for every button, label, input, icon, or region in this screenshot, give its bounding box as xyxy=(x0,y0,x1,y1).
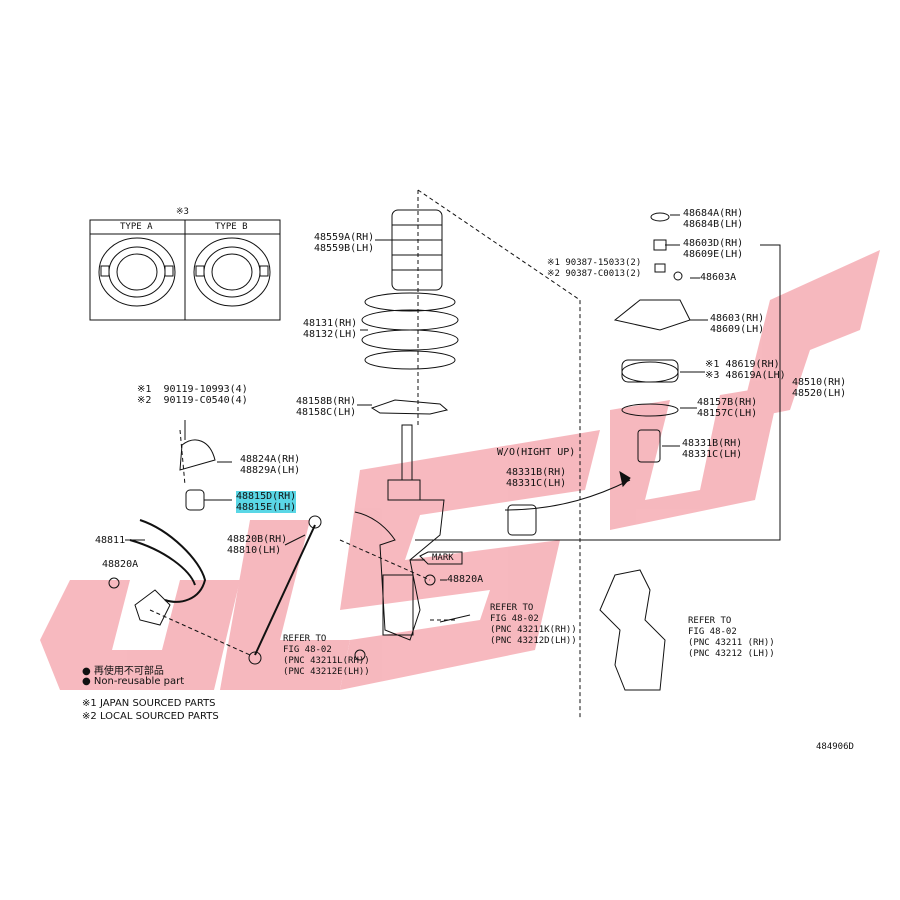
legend-item: ● 再使用不可部品 xyxy=(82,662,219,677)
type-a-mount-drawing xyxy=(98,237,176,307)
dust-boot xyxy=(391,209,443,291)
legend-item: ※1 JAPAN SOURCED PARTS xyxy=(82,698,219,711)
label-48603D: 48603D(RH) 48609E(LH) xyxy=(683,238,744,260)
label-48820A-left: 48820A xyxy=(102,559,139,570)
label-48811: 48811 xyxy=(95,535,126,546)
label-wo-hight-up: W/O(HIGHT UP) xyxy=(497,447,576,458)
type-a-label: TYPE A xyxy=(120,222,153,232)
cap-48684 xyxy=(650,212,670,222)
legend-text: JAPAN SOURCED PARTS xyxy=(99,698,216,709)
insulator-48157 xyxy=(621,403,679,417)
label-48820A-mid: 48820A xyxy=(447,574,484,585)
bushing-48815 xyxy=(185,489,205,511)
legend-text: LOCAL SOURCED PARTS xyxy=(99,711,219,722)
label-refer-left: REFER TO FIG 48-02 (PNC 43211L(RH)) (PNC… xyxy=(283,634,370,677)
label-48158: 48158B(RH) 48158C(LH) xyxy=(296,396,357,418)
label-refer-mid: REFER TO FIG 48-02 (PNC 43211K(RH)) (PNC… xyxy=(490,603,577,646)
legend-symbol: ※1 xyxy=(82,698,97,709)
type-b-mount-drawing xyxy=(193,237,271,307)
stabilizer-bar xyxy=(139,519,207,603)
label-48820B: 48820B(RH) 48810(LH) xyxy=(227,534,288,556)
label-48619: ※1 48619(RH) ※3 48619A(LH) xyxy=(705,359,786,381)
label-48331B-mid: 48331B(RH) 48331C(LH) xyxy=(506,467,567,489)
legend-symbol: ※2 xyxy=(82,711,97,722)
type-box xyxy=(89,219,281,321)
stabilizer-bracket xyxy=(134,589,171,626)
type-box-note: ※3 xyxy=(176,207,189,217)
bracket-48824 xyxy=(179,439,216,471)
label-48824: 48824A(RH) 48829A(LH) xyxy=(240,454,301,476)
label-mark: MARK xyxy=(432,553,454,563)
stabilizer-link xyxy=(254,524,316,656)
legend-symbol: ● xyxy=(82,676,91,687)
legend: ● 再使用不可部品 ● Non-reusable part ※1 JAPAN S… xyxy=(82,662,219,724)
nut-48603A xyxy=(673,271,683,281)
label-48157: 48157B(RH) 48157C(LH) xyxy=(697,397,758,419)
label-90387: ※1 90387-15033(2) ※2 90387-C0013(2) xyxy=(547,258,642,279)
legend-item: ● Non-reusable part xyxy=(82,676,219,698)
label-48559: 48559A(RH) 48559B(LH) xyxy=(314,232,375,254)
label-90119: ※1 90119-10993(4) ※2 90119-C0540(4) xyxy=(137,384,248,406)
legend-text: 再使用不可部品 xyxy=(93,666,164,677)
type-b-label: TYPE B xyxy=(215,222,248,232)
bolt-mid xyxy=(439,614,471,623)
label-48131: 48131(RH) 48132(LH) xyxy=(303,318,358,340)
nut-bottom-link xyxy=(354,649,366,661)
bearing-48619 xyxy=(621,361,679,383)
figure-code: 484906D xyxy=(816,742,854,752)
label-refer-right: REFER TO FIG 48-02 (PNC 43211 (RH)) (PNC… xyxy=(688,616,775,659)
watermark-logo xyxy=(40,250,880,690)
washer-90387 xyxy=(654,263,666,273)
bump-stopper-right xyxy=(637,429,661,463)
label-48603: 48603(RH) 48609(LH) xyxy=(710,313,765,335)
label-48510: 48510(RH) 48520(LH) xyxy=(792,377,847,399)
legend-symbol: ● xyxy=(82,666,91,677)
lower-spring-seat xyxy=(370,399,449,415)
bump-stopper-mid xyxy=(507,504,537,536)
label-48331B-right: 48331B(RH) 48331C(LH) xyxy=(682,438,743,460)
mark-tag xyxy=(419,551,463,565)
support-48603 xyxy=(613,299,691,331)
wo-arrow xyxy=(504,479,631,511)
steering-knuckle xyxy=(599,569,666,691)
label-48815-highlighted: 48815D(RH) 48815E(LH) xyxy=(236,491,297,513)
label-48603A: 48603A xyxy=(700,272,737,283)
coil-spring xyxy=(361,292,459,370)
nut-48820A-mid xyxy=(424,574,436,586)
legend-text: Non-reusable part xyxy=(93,676,185,687)
nut-48820A-left xyxy=(108,577,120,589)
legend-item: ※2 LOCAL SOURCED PARTS xyxy=(82,711,219,724)
label-48684: 48684A(RH) 48684B(LH) xyxy=(683,208,744,230)
leader-lines xyxy=(125,214,708,581)
assembly-bracket xyxy=(415,244,781,541)
nut-48603D xyxy=(653,239,667,251)
guide-lines xyxy=(149,189,581,720)
